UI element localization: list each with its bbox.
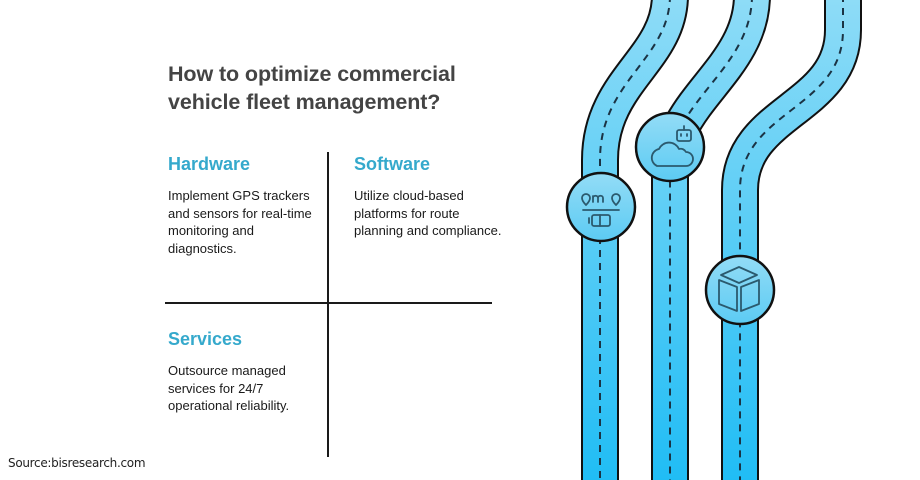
box-node [704,254,776,326]
services-text: Outsource managed services for 24/7 oper… [168,363,290,413]
gps-battery-icon [581,193,621,227]
source-credit: Source:bisresearch.com [8,456,146,470]
road-1-centerline [599,0,671,480]
hardware-heading: Hardware [168,154,251,174]
gps-battery-node [565,171,637,243]
services-heading: Services [168,329,243,349]
quadrant-hardware: Hardware Implement GPS trackers and sens… [168,154,318,257]
quadrant-software: Software Utilize cloud-based platforms f… [354,154,504,240]
cloud-robot-node [634,111,706,183]
hardware-text: Implement GPS trackers and sensors for r… [168,188,312,256]
cloud-robot-icon [650,125,694,167]
software-heading: Software [354,154,431,174]
road-3-centerline [739,0,844,480]
vertical-divider [327,152,329,457]
quadrant-services: Services Outsource managed services for … [168,329,318,415]
box-icon [718,266,760,312]
road-1 [581,0,689,480]
software-text: Utilize cloud-based platforms for route … [354,188,502,238]
road-3 [721,0,862,480]
page-title: How to optimize commercial vehicle fleet… [168,62,456,114]
horizontal-divider [165,302,492,304]
